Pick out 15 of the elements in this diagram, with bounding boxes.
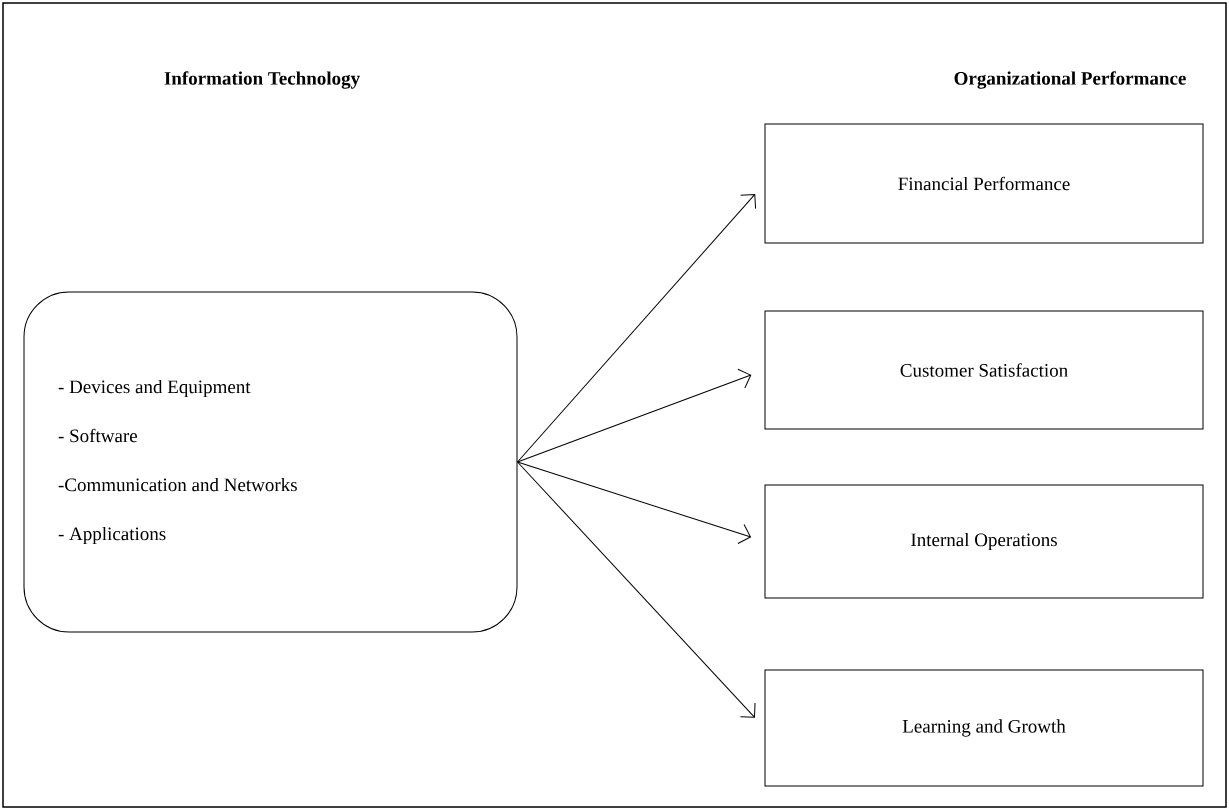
box: Internal Operations: [764, 484, 1204, 599]
box: Financial Performance: [764, 123, 1204, 244]
list-item: - Applications: [58, 526, 166, 545]
arrow: [517, 461, 756, 718]
heading: Information Technology: [164, 71, 360, 89]
heading: Organizational Performance: [954, 71, 1186, 89]
list-item: - Software: [58, 428, 137, 443]
list-item: - Devices and Equipment: [58, 379, 251, 398]
arrow: [517, 194, 757, 463]
box: Customer Satisfaction: [764, 310, 1204, 430]
arrow: [517, 368, 752, 463]
list-item: -Communication and Networks: [58, 477, 297, 492]
rounded-box: [23, 291, 518, 633]
arrow: [517, 461, 751, 544]
box: Learning and Growth: [764, 669, 1204, 787]
